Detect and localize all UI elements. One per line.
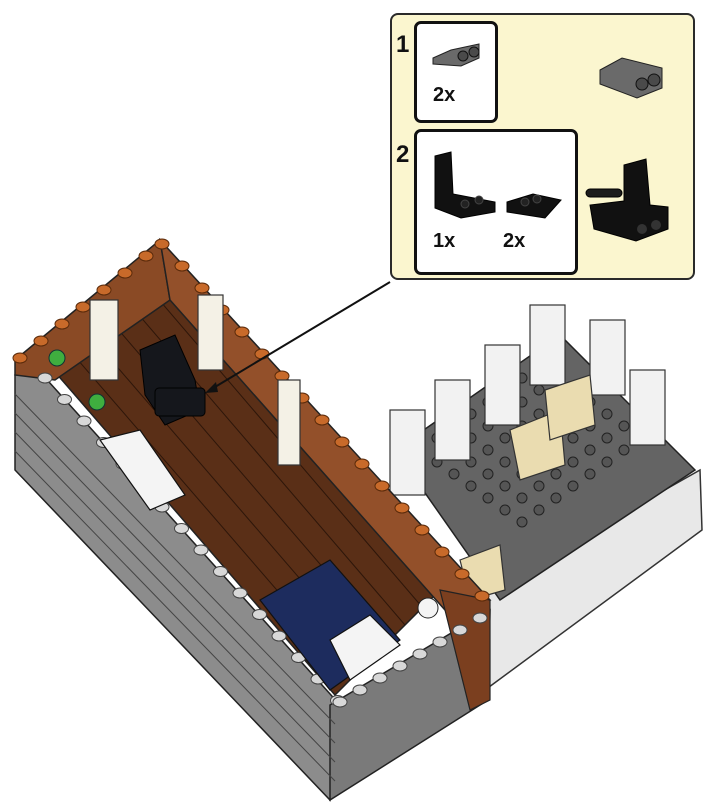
stud [254,348,270,360]
stud [334,436,350,448]
stone-brick-lines [14,393,336,782]
chair-icon [434,151,496,219]
stud [482,492,494,504]
brick-line [14,393,336,725]
part-quantity: 2x [503,230,526,252]
windows [89,294,301,466]
stud [567,456,579,468]
stud [601,456,613,468]
stud [499,432,511,444]
stud [474,590,490,602]
white-pillars [389,304,666,496]
bed [259,559,401,691]
stud [213,566,228,577]
stud [482,444,494,456]
stud [314,414,330,426]
stud [33,335,49,347]
stud [618,444,630,456]
stud [452,624,468,636]
toilet-paper-roll [417,597,439,619]
stud [394,502,410,514]
stud [550,492,562,504]
stud [448,468,460,480]
stud [96,284,112,296]
stud [354,458,370,470]
parts-list-step-2: 1x 2x [414,129,578,275]
stud [414,524,430,536]
stud [584,444,596,456]
stud [412,648,428,660]
step-number-2: 2 [396,141,410,168]
stud [154,238,170,250]
stud [584,468,596,480]
part-quantity: 1x [433,230,456,252]
stud [352,684,368,696]
stud [499,456,511,468]
stud [271,630,287,642]
stud [618,420,630,432]
stud [193,544,209,556]
stud [516,516,528,528]
parts-list-step-1: 2x [414,21,498,123]
stud [138,250,154,262]
armchair [139,334,206,426]
stud [54,318,70,330]
callout-leader-line [209,281,391,391]
stud [465,480,477,492]
stud [434,546,450,558]
stud [533,480,545,492]
stud [372,672,388,684]
stud [601,432,613,444]
stud [516,492,528,504]
plant [88,393,106,411]
stud [374,480,390,492]
stud [499,480,511,492]
sub-assembly-callout: 1 2x 2 1x 2x [390,13,695,280]
stud [37,372,53,384]
stud [75,301,91,313]
stud [234,326,250,338]
stud [174,523,189,534]
stud [472,612,488,624]
stud [601,408,613,420]
stud [533,384,545,396]
bracket-assembly-icon [599,57,663,99]
stud [174,260,190,272]
stud [432,636,448,648]
brick-line [14,412,336,744]
part-quantity: 2x [433,84,456,106]
stud [194,282,210,294]
stud [76,415,92,427]
stud [482,468,494,480]
stud [550,468,562,480]
stud [567,432,579,444]
stud [392,660,408,672]
brick-line [14,450,336,782]
stud [454,568,470,580]
stud [232,587,248,599]
stud [533,504,545,516]
orange-studs [12,238,490,602]
stud [499,504,511,516]
stud [57,394,72,405]
stud [12,352,28,364]
step-number-1: 1 [396,31,410,58]
stud [567,480,579,492]
brick-line [14,431,336,763]
plate-with-bars-icon [506,193,562,219]
desk [98,429,186,511]
stud [252,609,267,620]
stud [332,696,348,708]
stud [117,267,133,279]
plant [48,349,66,367]
armchair-assembly-icon [585,158,669,242]
bracket-plate-icon [432,43,480,67]
leader-arrowhead [205,382,218,393]
